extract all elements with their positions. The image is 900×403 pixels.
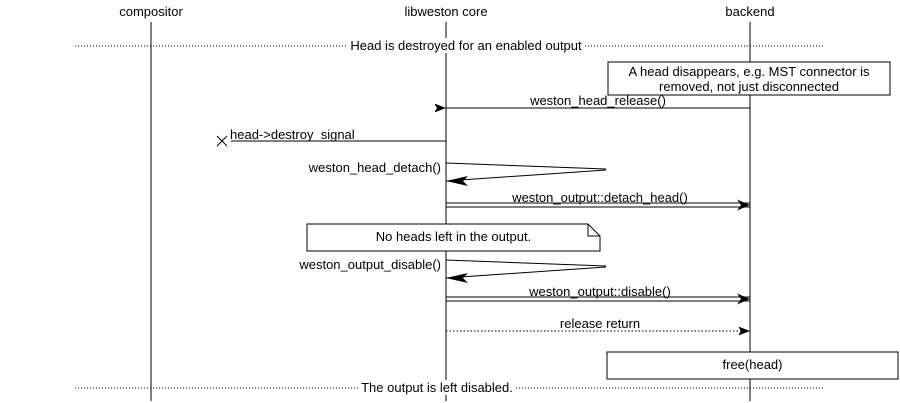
- note-no-heads-left: [306, 223, 601, 252]
- message-label-weston-output-disable-call: weston_output::disable(): [529, 284, 671, 299]
- separator-label-top: Head is destroyed for an enabled output: [347, 38, 585, 53]
- message-label-release-return: release return: [559, 316, 641, 331]
- separator-label-bottom: The output is left disabled.: [358, 380, 516, 395]
- message-weston-head-detach-line: [445, 162, 607, 182]
- participant-label-compositor: compositor: [119, 4, 183, 19]
- message-weston-output-disable-arrowhead: [446, 273, 468, 283]
- note-no-heads-left-text: No heads left in the output.: [375, 229, 532, 244]
- message-weston-output-disable-line: [445, 259, 607, 279]
- message-weston-output-disable-call-arrowhead: [737, 293, 750, 305]
- note-no-heads-left-fold: [587, 224, 600, 237]
- box-free-head-text: free(head): [722, 357, 783, 372]
- participant-label-backend: backend: [725, 4, 775, 19]
- message-label-weston-output-detach-head: weston_output::detach_head(): [512, 190, 688, 205]
- message-head-destroy-signal-cross-b: [216, 135, 228, 147]
- message-weston-output-detach-head-arrowhead: [737, 199, 750, 211]
- participant-label-libweston-core: libweston core: [404, 4, 488, 19]
- message-label-weston-output-disable: weston_output_disable(): [299, 257, 441, 272]
- message-label-weston-head-detach: weston_head_detach(): [308, 160, 441, 175]
- note-head-disappears: [607, 61, 891, 96]
- message-label-head-destroy-signal: head->destroy_signal: [230, 127, 355, 142]
- message-label-weston-head-release: weston_head_release(): [530, 93, 666, 108]
- message-weston-head-detach-arrowhead: [446, 176, 468, 186]
- box-free-head: [606, 351, 899, 380]
- note-head-disappears-text: A head disappears, e.g. MST connector is…: [628, 64, 870, 94]
